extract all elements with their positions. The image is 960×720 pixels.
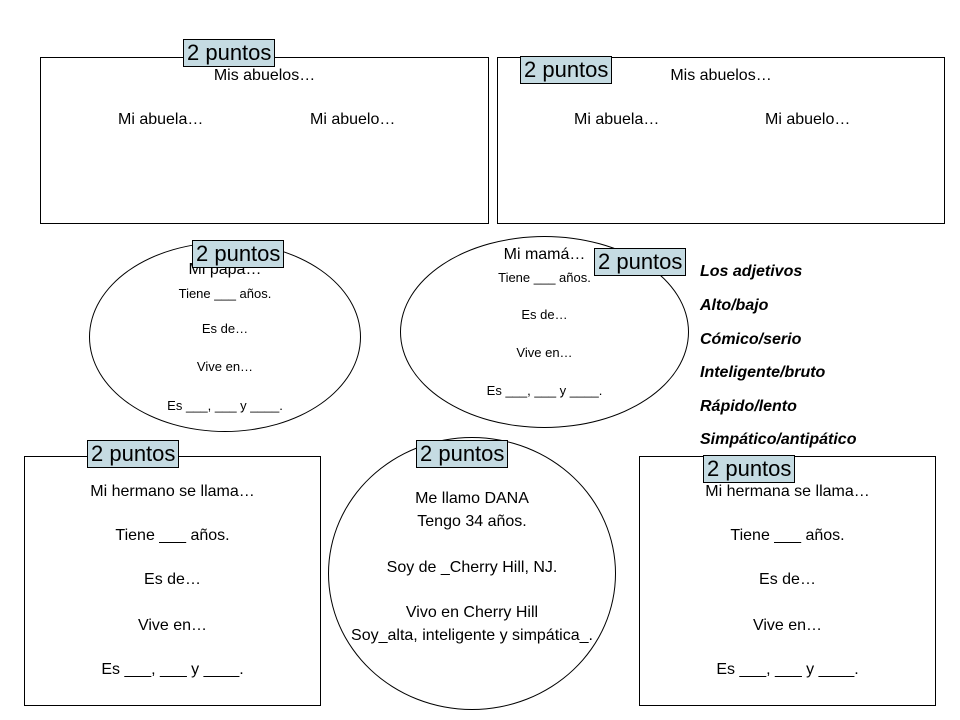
grandmother-label: Mi abuela… [118, 111, 204, 128]
adjective-item: Inteligente/bruto [700, 364, 826, 381]
points-badge-self: 2 puntos [416, 440, 509, 468]
adjective-item: Rápido/lento [700, 398, 797, 415]
brother-title: Mi hermano se llama… [90, 483, 255, 500]
brother-is: Es ___, ___ y ____. [101, 661, 244, 678]
sister-lives: Vive en… [752, 617, 823, 634]
mother-age: Tiene ___ años. [498, 270, 591, 285]
father-lives: Vive en… [196, 359, 254, 374]
brother-box: Mi hermano se llama… Tiene ___ años. Es … [24, 456, 321, 706]
mother-is: Es ___, ___ y ____. [486, 383, 603, 398]
points-badge-father: 2 puntos [192, 240, 285, 268]
points-badge-top-right: 2 puntos [520, 56, 613, 84]
grandparents-box-left: Mis abuelos… Mi abuela… Mi abuelo… [40, 57, 489, 224]
self-lives: Vivo en Cherry Hill [405, 604, 539, 621]
brother-lives: Vive en… [137, 617, 208, 634]
father-oval: Mi papá… Tiene ___ años. Es de… Vive en…… [89, 242, 361, 432]
points-badge-top-left: 2 puntos [183, 39, 276, 67]
sister-title: Mi hermana se llama… [705, 483, 870, 500]
adjective-item: Cómico/serio [700, 331, 802, 348]
sister-age: Tiene ___ años. [730, 527, 845, 544]
sister-is: Es ___, ___ y ____. [716, 661, 859, 678]
sister-box: Mi hermana se llama… Tiene ___ años. Es … [639, 456, 936, 706]
adjectives-title: Los adjetivos [700, 263, 803, 280]
adjective-item: Simpático/antipático [700, 431, 857, 448]
adjective-item: Alto/bajo [700, 297, 769, 314]
grandmother-label: Mi abuela… [574, 111, 660, 128]
box-title: Mis abuelos… [670, 67, 772, 84]
mother-from: Es de… [521, 307, 568, 322]
self-from: Soy de _Cherry Hill, NJ. [386, 559, 558, 576]
self-is: Soy_alta, inteligente y simpática_. [351, 627, 593, 644]
points-badge-mother: 2 puntos [594, 248, 687, 276]
self-oval: Me llamo DANA Tengo 34 años. Soy de _Che… [328, 437, 616, 710]
self-name: Me llamo DANA [415, 490, 529, 507]
self-age: Tengo 34 años. [417, 513, 527, 530]
grandparents-box-right: Mis abuelos… Mi abuela… Mi abuelo… [497, 57, 945, 224]
father-from: Es de… [201, 321, 249, 336]
father-age: Tiene ___ años. [178, 286, 272, 301]
grandfather-label: Mi abuelo… [765, 111, 851, 128]
box-title: Mis abuelos… [213, 67, 316, 84]
points-badge-brother: 2 puntos [87, 440, 180, 468]
sister-from: Es de… [759, 571, 816, 588]
brother-age: Tiene ___ años. [115, 527, 230, 544]
mother-title: Mi mamá… [503, 246, 586, 263]
father-is: Es ___, ___ y ____. [167, 398, 283, 413]
brother-from: Es de… [144, 571, 201, 588]
grandfather-label: Mi abuelo… [310, 111, 396, 128]
mother-lives: Vive en… [516, 345, 573, 360]
points-badge-sister: 2 puntos [703, 455, 796, 483]
